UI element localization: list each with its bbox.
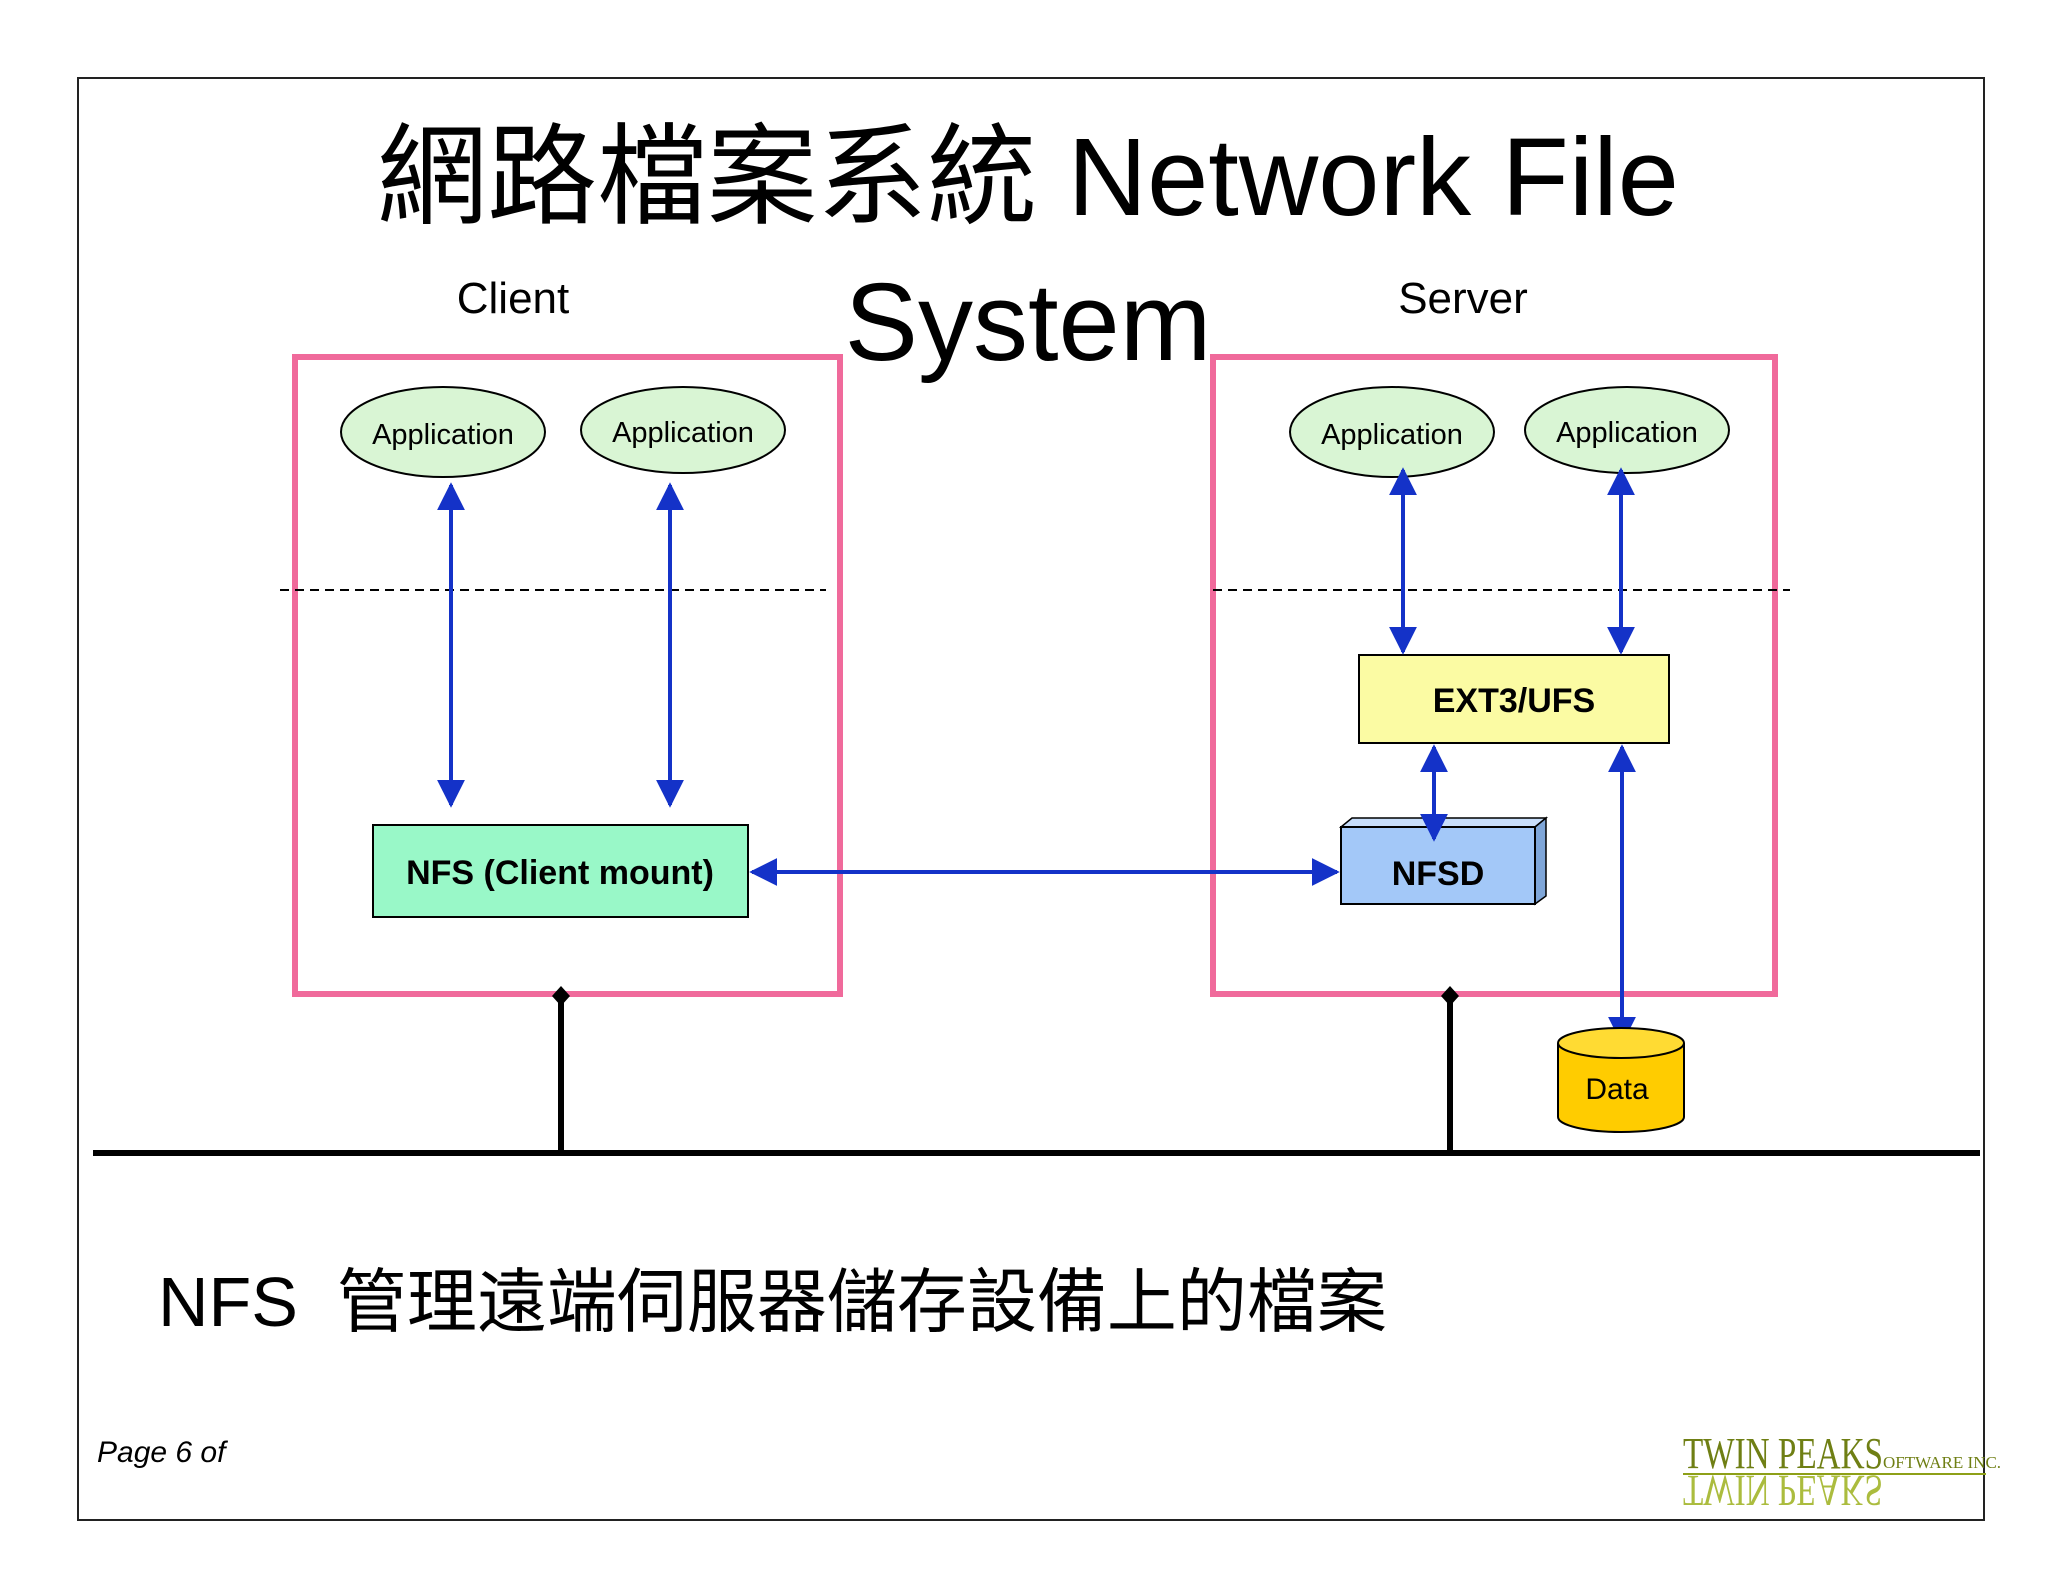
server-app-1: Application xyxy=(1289,386,1495,478)
svg-text:OFTWARE INC.: OFTWARE INC. xyxy=(1883,1453,2001,1472)
svg-text:NFS (Client mount): NFS (Client mount) xyxy=(406,854,714,892)
svg-text:Application: Application xyxy=(612,417,754,449)
data-cylinder-icon: Data xyxy=(1557,1027,1685,1133)
svg-text:Application: Application xyxy=(1556,417,1698,449)
client-app-1: Application xyxy=(340,386,546,478)
svg-text:EXT3/UFS: EXT3/UFS xyxy=(1433,682,1595,720)
server-network-connector xyxy=(1441,986,1459,1006)
svg-text:NFSD: NFSD xyxy=(1392,855,1485,893)
slide-frame xyxy=(77,77,1985,1521)
page-label: Page 6 of xyxy=(97,1436,228,1469)
client-network-connector xyxy=(552,986,570,1006)
slide-title-line1: 網路檔案系統 Network File xyxy=(377,116,1679,239)
server-app-2: Application xyxy=(1524,386,1730,474)
twin-peaks-logo: TWIN PEAKS OFTWARE INC. TWIN PEAKS xyxy=(1683,1429,2001,1515)
nfsd-box: NFSD xyxy=(1338,816,1549,906)
slide-title-line2: System xyxy=(845,261,1212,384)
svg-text:TWIN PEAKS: TWIN PEAKS xyxy=(1683,1466,1883,1515)
svg-text:TWIN PEAKS: TWIN PEAKS xyxy=(1683,1429,1883,1478)
svg-text:Data: Data xyxy=(1585,1073,1649,1106)
svg-text:Application: Application xyxy=(1321,419,1463,451)
server-machine-box xyxy=(1210,354,1778,997)
svg-text:Application: Application xyxy=(372,419,514,451)
slide-caption: NFS 管理遠端伺服器儲存設備上的檔案 xyxy=(158,1263,1387,1341)
nfs-client-mount-box: NFS (Client mount) xyxy=(372,824,749,918)
ext3-ufs-box: EXT3/UFS xyxy=(1358,654,1670,744)
client-app-2: Application xyxy=(580,386,786,474)
client-label: Client xyxy=(457,274,570,323)
server-label: Server xyxy=(1398,274,1528,323)
